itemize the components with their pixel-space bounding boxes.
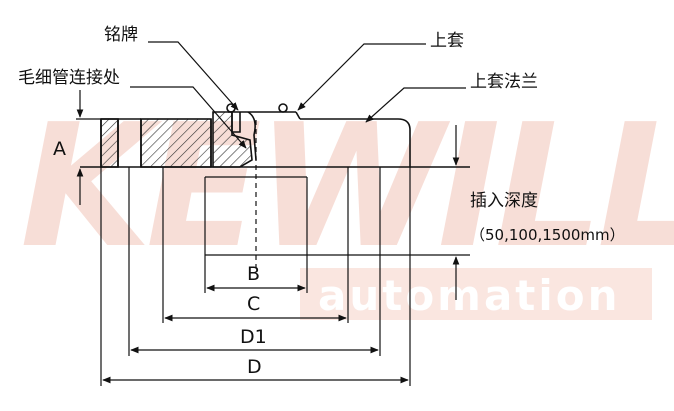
extension-lines [100, 167, 470, 386]
callout-upper-flange: 上套法兰 [365, 72, 538, 123]
dimension-insertion: 插入深度 （50,100,1500mm） [452, 125, 625, 300]
watermark-brand: KEWILL [20, 88, 674, 286]
hatched-ring-left [100, 118, 119, 168]
flange-body [80, 103, 470, 168]
dim-label-d: D [247, 356, 262, 378]
callout-upper-sleeve: 上套 [297, 31, 464, 111]
dim-label-c: C [247, 293, 260, 315]
nameplate-label: 铭牌 [104, 25, 138, 45]
dimension-a: A [53, 90, 101, 205]
upper-flange-label: 上套法兰 [470, 72, 538, 92]
watermark-sub: automation [318, 271, 621, 320]
hatched-block [140, 118, 212, 168]
dimension-c: C [164, 293, 347, 322]
insertion-depth-label: 插入深度 [470, 191, 538, 211]
watermark-bar [300, 268, 652, 320]
dim-label-d1: D1 [240, 326, 267, 348]
insertion-depth-values: （50,100,1500mm） [470, 226, 625, 244]
dimension-b: B [206, 263, 306, 292]
dimension-d: D [102, 356, 409, 384]
upper-sleeve-label: 上套 [430, 31, 464, 51]
dimension-d1: D1 [130, 326, 379, 354]
capillary-joint-label: 毛细管连接处 [18, 68, 120, 88]
dim-label-a: A [53, 138, 66, 160]
callout-capillary: 毛细管连接处 [18, 68, 247, 149]
callout-nameplate: 铭牌 [104, 25, 239, 111]
dim-label-b: B [247, 263, 260, 285]
